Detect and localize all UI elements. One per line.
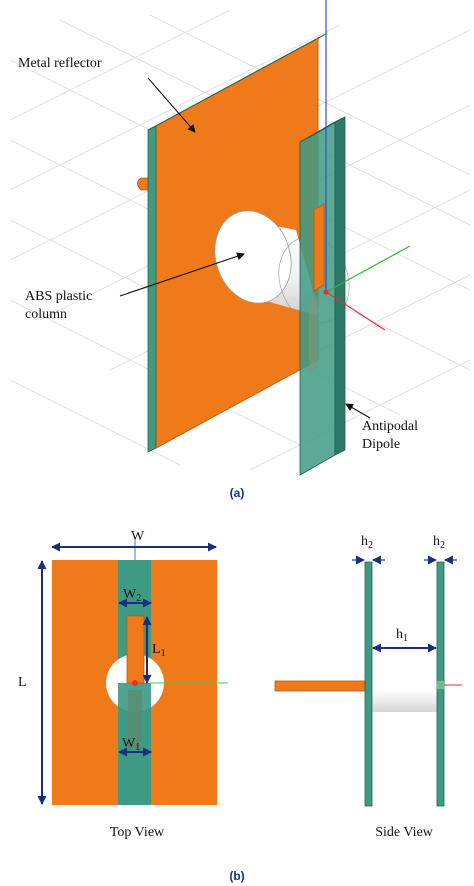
side-feed	[274, 680, 369, 692]
label-dipole-line2: Dipole	[362, 437, 400, 452]
caption-b: (b)	[229, 869, 244, 883]
dim-W: W	[131, 529, 145, 544]
label-abs-line2: column	[25, 307, 67, 322]
dim-L1: L1	[152, 642, 166, 659]
dim-W1: W1	[122, 736, 140, 753]
caption-a: (a)	[230, 486, 245, 500]
callout-antipodal-dipole: Antipodal Dipole	[345, 403, 418, 452]
side-reflector	[364, 561, 373, 807]
top-dipole-arm	[126, 615, 145, 684]
coordinate-axes	[323, 0, 411, 331]
callout-abs-column: ABS plastic column	[25, 252, 245, 322]
label-abs-line1: ABS plastic	[25, 289, 92, 304]
callout-metal-reflector: Metal reflector	[18, 56, 196, 133]
dim-h2-left: h2	[361, 534, 373, 551]
dim-h1: h1	[396, 627, 408, 644]
side-view-title: Side View	[375, 825, 434, 840]
side-column	[372, 690, 437, 712]
label-dipole-line1: Antipodal	[362, 419, 418, 434]
dim-h2-right: h2	[433, 534, 445, 551]
top-view-title: Top View	[110, 825, 165, 840]
panel-a-3d-view: Metal reflector ABS plastic column Antip…	[9, 0, 471, 500]
label-metal-reflector: Metal reflector	[18, 56, 102, 71]
antipodal-dipole	[299, 116, 346, 476]
panel-b-top-view: W W2 L1 L W1 Top View	[18, 529, 228, 840]
panel-b-side-view: h2 h2 h1 Side View	[274, 534, 462, 840]
dim-W2: W2	[123, 587, 141, 604]
dim-L: L	[18, 675, 27, 690]
